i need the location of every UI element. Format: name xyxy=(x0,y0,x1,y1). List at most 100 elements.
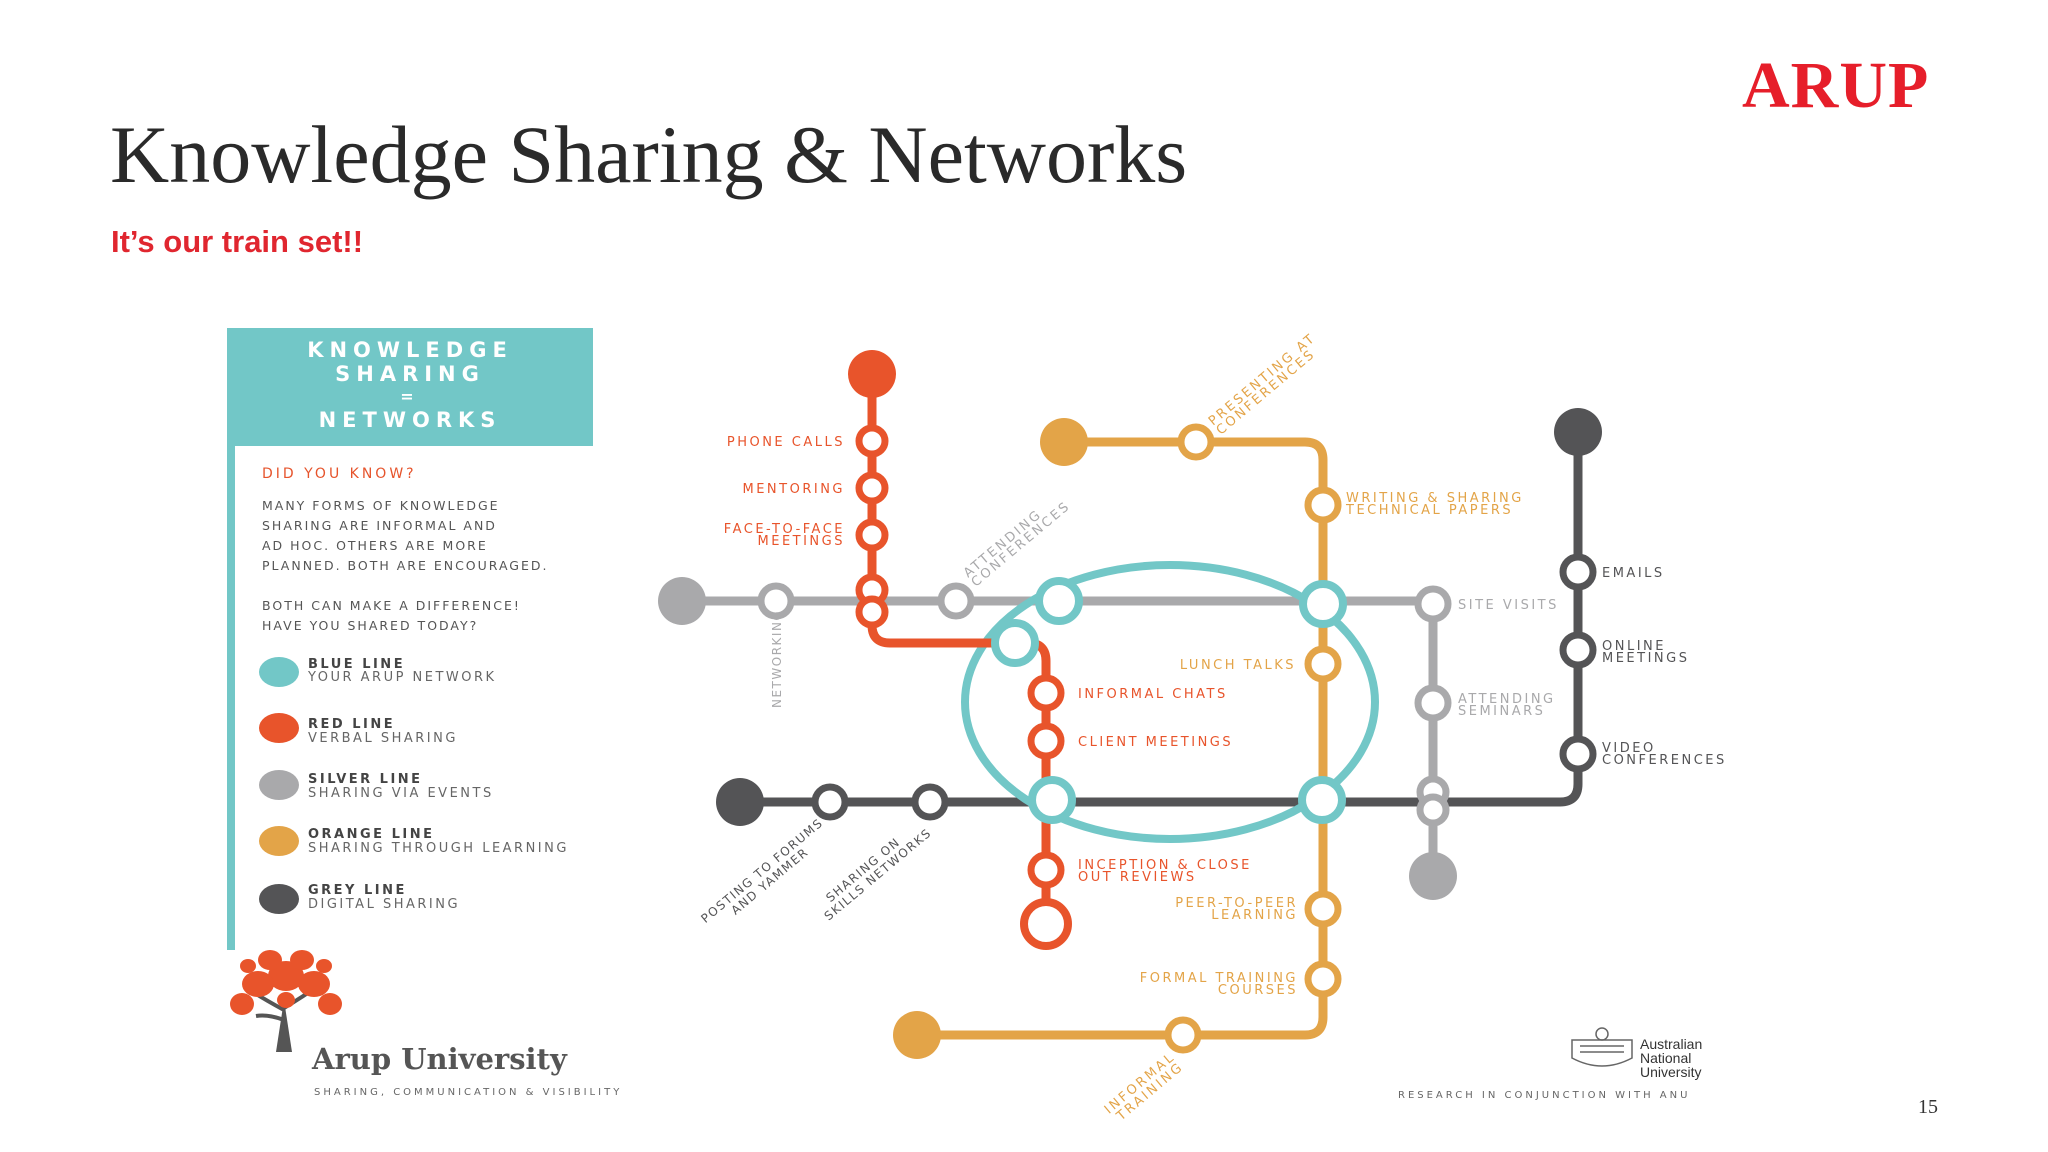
interchange-blue-silver-right xyxy=(1299,580,1347,628)
label-peer-to-peer: PEER-TO-PEER xyxy=(1175,896,1298,911)
legend-desc: SHARING VIA EVENTS xyxy=(308,786,494,801)
legend-name: RED LINE xyxy=(308,717,396,732)
interchange-blue-silver-left xyxy=(1035,577,1083,625)
label-informal-chats: INFORMAL CHATS xyxy=(1078,687,1228,702)
label-video-conferences: VIDEO xyxy=(1602,741,1656,756)
sidebar-paragraph: MANY FORMS OF KNOWLEDGE SHARING ARE INFO… xyxy=(262,498,549,573)
label-writing: WRITING & SHARING xyxy=(1346,491,1524,506)
arup-university-tree-logo xyxy=(230,950,342,1052)
station-informal-training xyxy=(1164,1016,1202,1054)
page-number: 15 xyxy=(1918,1096,1938,1118)
label-lunch-talks: LUNCH TALKS xyxy=(1180,658,1296,673)
grey-terminal-top xyxy=(1554,408,1602,456)
sidebar-heading: DID YOU KNOW? xyxy=(262,466,417,482)
blue-line-loop xyxy=(961,561,1379,843)
station-attending-conferences xyxy=(937,582,975,620)
sidebar-title-line: = xyxy=(400,387,420,406)
label-video-conferences: CONFERENCES xyxy=(1602,753,1727,768)
label-writing: TECHNICAL PAPERS xyxy=(1345,503,1513,518)
station-forums xyxy=(811,783,849,821)
label-peer-to-peer: LEARNING xyxy=(1211,908,1298,923)
label-attending-seminars: SEMINARS xyxy=(1458,704,1545,719)
legend-name: ORANGE LINE xyxy=(308,827,435,842)
label-client-meetings: CLIENT MEETINGS xyxy=(1078,735,1233,750)
orange-terminal-bottom xyxy=(893,1011,941,1059)
red-line xyxy=(867,369,1051,929)
legend-name: BLUE LINE xyxy=(308,657,406,672)
label-phone-calls: PHONE CALLS xyxy=(727,435,845,450)
interchange-blue-grey-left xyxy=(1028,776,1076,824)
station-attending-seminars xyxy=(1414,684,1452,722)
sidebar-paragraph: BOTH CAN MAKE A DIFFERENCE! HAVE YOU SHA… xyxy=(262,598,521,633)
slide-title: Knowledge Sharing & Networks xyxy=(110,109,1188,200)
grey-terminal-left xyxy=(716,778,764,826)
station-informal-chats xyxy=(1027,674,1065,712)
sidebar-title-line: KNOWLEDGE xyxy=(307,338,513,362)
legend-dot-silver xyxy=(259,770,299,800)
label-online-meetings: ONLINE xyxy=(1602,639,1666,654)
anu-crest-logo xyxy=(1571,1027,1633,1067)
station-phone-calls xyxy=(855,424,889,458)
arup-university-tagline: SHARING, COMMUNICATION & VISIBILITY xyxy=(314,1087,623,1098)
station-emails xyxy=(1559,553,1597,591)
station-peer-to-peer xyxy=(1304,890,1342,928)
slide-subtitle: It’s our train set!! xyxy=(111,224,364,259)
station-red-silver-2 xyxy=(855,595,889,629)
label-attending-conferences: CONFERENCES xyxy=(969,499,1074,591)
station-presenting xyxy=(1177,423,1215,461)
station-face-to-face xyxy=(855,518,889,552)
orange-terminal-top xyxy=(1040,418,1088,466)
interchange-blue-red xyxy=(991,619,1039,667)
label-site-visits: SITE VISITS xyxy=(1458,598,1559,613)
legend-desc: VERBAL SHARING xyxy=(308,731,458,746)
sidebar-title-line: SHARING xyxy=(335,362,485,386)
label-face-to-face: FACE-TO-FACE xyxy=(724,522,845,537)
legend-dot-grey xyxy=(259,884,299,914)
legend-name: GREY LINE xyxy=(308,883,407,898)
label-formal-training: FORMAL TRAINING xyxy=(1140,971,1298,986)
station-networking xyxy=(757,582,795,620)
label-inception: INCEPTION & CLOSE xyxy=(1078,858,1252,873)
label-emails: EMAILS xyxy=(1602,566,1665,581)
legend-desc: SHARING THROUGH LEARNING xyxy=(308,841,569,856)
sidebar-title-line: NETWORKS xyxy=(318,408,502,432)
label-forums: POSTING TO FORUMS xyxy=(698,816,826,926)
legend-dot-blue xyxy=(259,657,299,687)
station-writing xyxy=(1304,486,1342,524)
label-skills-networks: SKILLS NETWORKS xyxy=(822,826,935,924)
red-terminal xyxy=(848,350,896,398)
station-client-meetings xyxy=(1027,722,1065,760)
label-inception: OUT REVIEWS xyxy=(1078,870,1197,885)
station-mentoring xyxy=(855,471,889,505)
station-online-meetings xyxy=(1559,631,1597,669)
label-attending-seminars: ATTENDING xyxy=(1458,692,1556,707)
arup-university-name: Arup University xyxy=(312,1042,567,1076)
anu-name: Australian National University xyxy=(1640,1036,1703,1080)
legend-desc: YOUR ARUP NETWORK xyxy=(308,670,497,685)
station-lunch-talks xyxy=(1304,645,1342,683)
station-formal-training xyxy=(1304,960,1342,998)
orange-line-top xyxy=(912,437,1328,1040)
silver-terminal-left xyxy=(658,577,706,625)
sidebar-rule xyxy=(227,446,235,950)
legend-name: SILVER LINE xyxy=(308,772,423,787)
grey-line xyxy=(735,427,1583,807)
label-face-to-face: MEETINGS xyxy=(758,534,845,549)
legend-dot-orange xyxy=(259,826,299,856)
station-silver-grey-2 xyxy=(1416,793,1450,827)
label-presenting: CONFERENCES xyxy=(1214,347,1319,439)
station-video-conferences xyxy=(1559,735,1597,773)
label-presenting: PRESENTING AT xyxy=(1206,331,1319,429)
sidebar-title: KNOWLEDGE SHARING = NETWORKS xyxy=(227,328,593,446)
label-mentoring: MENTORING xyxy=(743,482,846,497)
interchange-blue-grey-right xyxy=(1298,776,1346,824)
label-formal-training: COURSES xyxy=(1218,983,1298,998)
station-inception xyxy=(1027,851,1065,889)
red-terminal-bottom xyxy=(1020,898,1072,950)
arup-logo: ARUP xyxy=(1742,49,1930,122)
legend-dot-red xyxy=(259,713,299,743)
anu-note: RESEARCH IN CONJUNCTION WITH ANU xyxy=(1398,1090,1691,1101)
station-skills-networks xyxy=(911,783,949,821)
silver-terminal-bottom xyxy=(1409,852,1457,900)
